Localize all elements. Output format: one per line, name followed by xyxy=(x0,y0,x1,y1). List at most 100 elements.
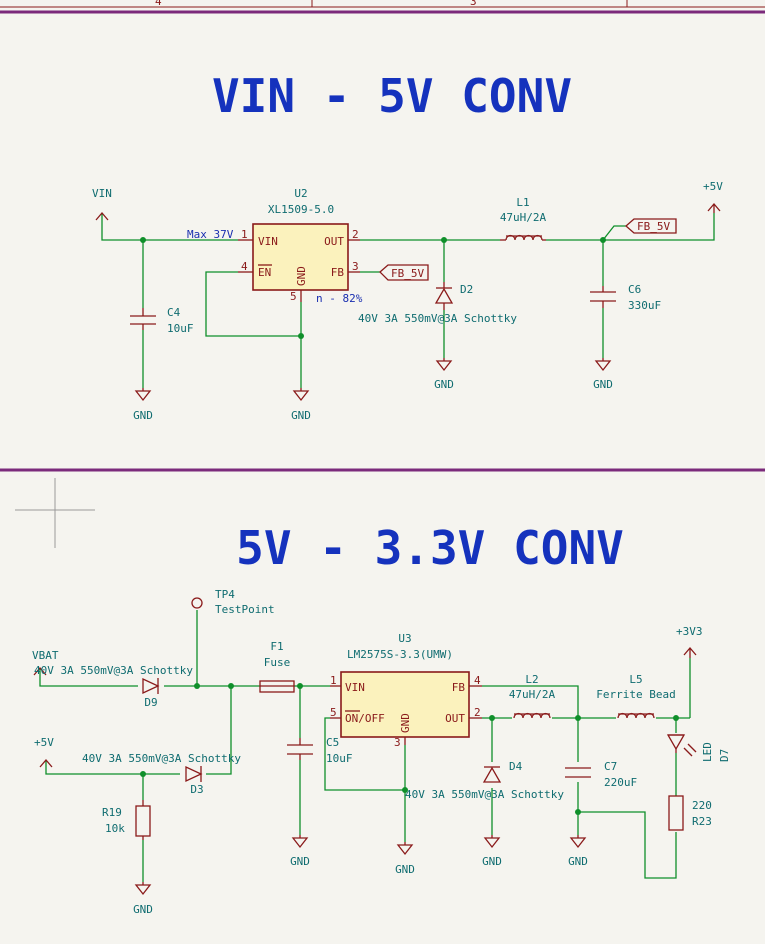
frame-col-3: 3 xyxy=(470,0,477,8)
section-title-bottom: 5V - 3.3V CONV xyxy=(236,521,624,575)
c6-capacitor[interactable]: C6 330uF xyxy=(590,283,661,312)
svg-text:GND: GND xyxy=(482,855,502,868)
u3-pin-num-3: 3 xyxy=(394,736,401,749)
l5-ref: L5 xyxy=(629,673,642,686)
c6-value: 330uF xyxy=(628,299,661,312)
svg-text:FB_5V: FB_5V xyxy=(637,220,670,233)
junction xyxy=(140,771,146,777)
gnd-symbol: GND xyxy=(395,842,415,876)
c5-capacitor[interactable]: C5 10uF xyxy=(287,736,353,765)
c7-ref: C7 xyxy=(604,760,617,773)
vin-label: VIN xyxy=(92,187,112,200)
c4-capacitor[interactable]: C4 10uF xyxy=(130,306,194,335)
c5-ref: C5 xyxy=(326,736,339,749)
u2-pin-num-1: 1 xyxy=(241,228,248,241)
d2-ref: D2 xyxy=(460,283,473,296)
d7-ref: D7 xyxy=(718,749,731,762)
f1-ref: F1 xyxy=(270,640,283,653)
svg-text:GND: GND xyxy=(434,378,454,391)
u2-regulator[interactable]: U2 XL1509-5.0 VIN OUT EN FB GND 1 2 3 4 … xyxy=(238,187,360,303)
cursor-crosshair xyxy=(15,478,95,548)
u2-pin-vin: VIN xyxy=(258,235,278,248)
r23-ref: R23 xyxy=(692,815,712,828)
u3-pin-gnd: GND xyxy=(399,713,412,733)
r23-resistor[interactable]: 220 R23 xyxy=(668,795,712,831)
u3-pin-vin: VIN xyxy=(345,681,365,694)
l1-ref: L1 xyxy=(516,196,529,209)
junction xyxy=(402,787,408,793)
u2-pin-gnd: GND xyxy=(295,266,308,286)
d4-diode[interactable]: D4 40V 3A 550mV@3A Schottky xyxy=(405,760,564,801)
junction xyxy=(140,237,146,243)
u2-pin-num-2: 2 xyxy=(352,228,359,241)
fb-5v-label-2: FB_5V xyxy=(625,218,677,234)
plus3v3-label: +3V3 xyxy=(676,625,703,638)
d9-diode[interactable]: 40V 3A 550mV@3A Schottky D9 xyxy=(34,664,193,709)
u3-pin-onoff: ON/OFF xyxy=(345,712,385,725)
tp4-value: TestPoint xyxy=(215,603,275,616)
efficiency-note: n - 82% xyxy=(316,292,363,305)
u2-pin-num-5: 5 xyxy=(290,290,297,303)
sheet-frame: 4 3 xyxy=(0,0,765,8)
section-title-top: VIN - 5V CONV xyxy=(212,69,572,123)
c6-ref: C6 xyxy=(628,283,641,296)
r19-ref: R19 xyxy=(102,806,122,819)
u3-pin-num-4: 4 xyxy=(474,674,481,687)
plus3v3-power-symbol: +3V3 xyxy=(676,625,703,658)
c7-value: 220uF xyxy=(604,776,637,789)
l1-inductor[interactable]: L1 47uH/2A xyxy=(500,196,547,241)
gnd-symbol: GND xyxy=(290,835,310,868)
l5-ferrite-bead[interactable]: L5 Ferrite Bead xyxy=(596,673,676,719)
svg-text:GND: GND xyxy=(291,409,311,422)
gnd-symbol: GND xyxy=(133,882,153,916)
d7-led[interactable]: LED D7 xyxy=(666,734,731,762)
junction xyxy=(575,809,581,815)
c4-value: 10uF xyxy=(167,322,194,335)
u2-pin-out: OUT xyxy=(324,235,344,248)
d3-value: 40V 3A 550mV@3A Schottky xyxy=(82,752,241,765)
d4-value: 40V 3A 550mV@3A Schottky xyxy=(405,788,564,801)
plus5v-power-symbol: +5V xyxy=(703,180,723,213)
d2-diode[interactable]: D2 40V 3A 550mV@3A Schottky xyxy=(358,282,517,325)
u2-pin-num-4: 4 xyxy=(241,260,248,273)
frame-col-4: 4 xyxy=(155,0,162,8)
d3-diode[interactable]: 40V 3A 550mV@3A Schottky D3 xyxy=(82,752,241,796)
u3-pin-num-5: 5 xyxy=(330,706,337,719)
f1-fuse[interactable]: F1 Fuse xyxy=(259,640,295,693)
gnd-symbol: GND xyxy=(133,388,153,422)
u3-pin-num-1: 1 xyxy=(330,674,337,687)
u2-pin-en: EN xyxy=(258,266,271,279)
svg-text:GND: GND xyxy=(133,903,153,916)
svg-text:GND: GND xyxy=(290,855,310,868)
u2-ref: U2 xyxy=(294,187,307,200)
u3-regulator[interactable]: U3 LM2575S-3.3(UMW) VIN FB ON/OFF OUT GN… xyxy=(330,632,482,749)
svg-text:GND: GND xyxy=(133,409,153,422)
d9-value: 40V 3A 550mV@3A Schottky xyxy=(34,664,193,677)
d3-ref: D3 xyxy=(190,783,203,796)
l5-value: Ferrite Bead xyxy=(596,688,675,701)
svg-text:GND: GND xyxy=(593,378,613,391)
plus5v-power-symbol-bottom: +5V xyxy=(34,736,54,768)
u3-pin-out: OUT xyxy=(445,712,465,725)
fb-5v-label-1: FB_5V xyxy=(379,264,429,281)
vbat-power-symbol: VBAT xyxy=(32,649,59,676)
l2-inductor[interactable]: L2 47uH/2A xyxy=(509,673,556,719)
svg-text:GND: GND xyxy=(395,863,415,876)
d2-value: 40V 3A 550mV@3A Schottky xyxy=(358,312,517,325)
svg-text:FB_5V: FB_5V xyxy=(391,267,424,280)
junction xyxy=(194,683,200,689)
junction xyxy=(441,237,447,243)
c7-capacitor[interactable]: C7 220uF xyxy=(565,760,637,789)
plus5v-label: +5V xyxy=(703,180,723,193)
max-voltage-note: Max 37V xyxy=(187,228,234,241)
l1-value: 47uH/2A xyxy=(500,211,547,224)
d7-value: LED xyxy=(701,742,714,762)
r19-resistor[interactable]: R19 10k xyxy=(102,800,151,840)
d9-ref: D9 xyxy=(144,696,157,709)
tp4-testpoint[interactable]: TP4 TestPoint xyxy=(191,588,275,616)
l2-ref: L2 xyxy=(525,673,538,686)
u3-ref: U3 xyxy=(398,632,411,645)
r19-value: 10k xyxy=(105,822,125,835)
junction xyxy=(489,715,495,721)
